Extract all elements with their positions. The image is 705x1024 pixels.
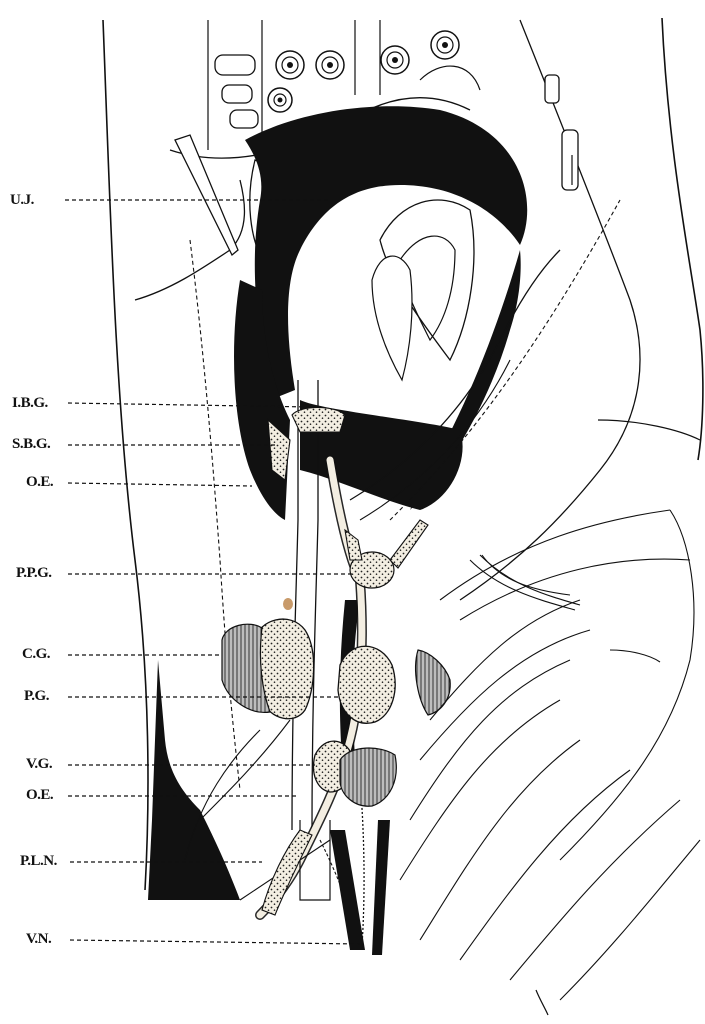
- black-mass-lower-left: [148, 660, 240, 900]
- bottom-tail: [536, 990, 548, 1015]
- label-oe-lower: O.E.: [26, 788, 53, 803]
- muscle-pg-right: [416, 650, 451, 715]
- inner-contour-right: [460, 20, 640, 600]
- label-uj: U.J.: [10, 193, 34, 208]
- small-bone-right-2: [562, 130, 578, 190]
- muscle-vg-right: [340, 748, 396, 806]
- lower-stipple-cord: [262, 830, 312, 915]
- inner-contour-far-right: [598, 420, 700, 440]
- upper-jaw-tooth: [175, 135, 238, 255]
- label-ibg: I.B.G.: [12, 396, 48, 411]
- label-ppg: P.P.G.: [16, 566, 52, 581]
- body-outline-right: [662, 18, 703, 460]
- leader-vn: [70, 940, 360, 944]
- small-bone-right-1: [545, 75, 559, 103]
- label-pg: P.G.: [24, 689, 49, 704]
- ganglion-ibg: [292, 408, 345, 433]
- accent-dot: [283, 598, 293, 610]
- label-sbg: S.B.G.: [12, 437, 50, 452]
- ganglion-ppg-branch-2: [390, 520, 428, 568]
- nerve-strand-bottom: [200, 720, 290, 820]
- label-oe-upper: O.E.: [26, 475, 53, 490]
- nerve-strand-dashed-left: [190, 240, 240, 790]
- inner-fold-3: [372, 256, 412, 380]
- label-vn: V.N.: [26, 932, 51, 947]
- ganglion-pg: [338, 646, 395, 723]
- body-outline-left: [103, 20, 148, 890]
- leader-oe1: [68, 483, 252, 486]
- lower-black-bar-1: [330, 830, 365, 950]
- label-pln: P.L.N.: [20, 854, 57, 869]
- fin-structures: [400, 510, 700, 1000]
- label-vg: V.G.: [26, 757, 52, 772]
- label-cg: C.G.: [22, 647, 50, 662]
- lower-black-bar-2: [372, 820, 390, 955]
